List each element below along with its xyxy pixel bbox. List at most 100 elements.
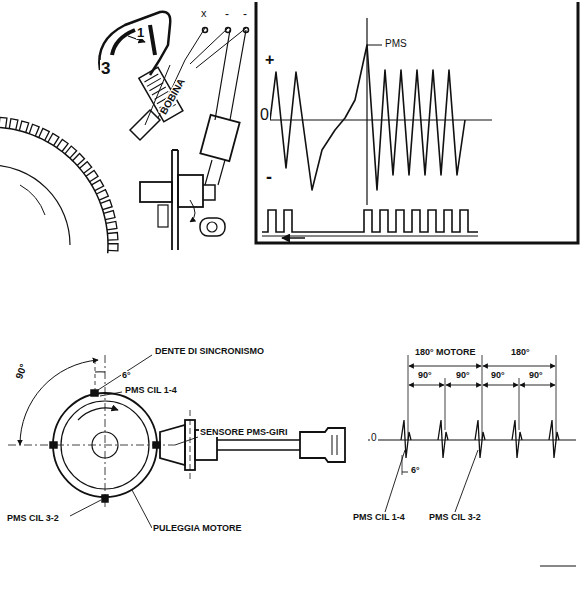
signal-name: PMS CIL 3-2 <box>428 513 482 522</box>
dimension-label: 90° <box>528 371 544 380</box>
rotate-arrow <box>190 200 195 222</box>
terminal <box>203 28 208 33</box>
leader-line <box>385 450 405 512</box>
sensor-head <box>178 175 203 207</box>
pulse-trace <box>401 420 559 458</box>
pulley-hub <box>92 432 118 458</box>
cable <box>205 160 225 185</box>
dimension-90 <box>483 385 518 386</box>
signal-name: PMS CIL 1-4 <box>352 513 406 522</box>
sensor-cable <box>217 440 300 450</box>
terminal-name: - <box>224 8 230 20</box>
leader-line <box>175 437 198 445</box>
tooth-mark <box>102 495 108 502</box>
angle-arc-6 <box>95 371 105 372</box>
dimension-extension <box>408 355 556 440</box>
dimension-label: 90° <box>417 371 433 380</box>
pulse <box>549 420 559 458</box>
sensor-flange <box>185 420 195 470</box>
pulse <box>438 420 448 458</box>
terminal-name: x <box>200 8 208 19</box>
dimension-label: 90° <box>455 371 471 380</box>
sync-tooth <box>91 390 98 396</box>
dimension-6 <box>402 472 408 473</box>
wheel-hub-arc <box>0 165 70 245</box>
leader-line <box>98 355 152 390</box>
connector <box>200 115 239 161</box>
cable <box>215 30 246 120</box>
callout-number: 1 <box>136 26 145 39</box>
toothed-wheel <box>0 117 118 253</box>
part-name: PMS CIL 3-2 <box>6 514 60 523</box>
nut-hole <box>207 222 217 232</box>
dimension-90 <box>520 385 555 386</box>
pulse <box>512 420 522 458</box>
dimension-label: 6° <box>410 466 421 475</box>
waveform-chart <box>256 2 578 243</box>
wheel-slot <box>20 185 45 215</box>
pulse <box>401 420 411 458</box>
angle-label: 90° <box>14 362 29 382</box>
leader-line <box>132 490 152 528</box>
dimension-label: 180° <box>510 348 531 357</box>
pms-leader <box>367 45 382 46</box>
wire <box>185 28 246 68</box>
sensor-assembly <box>0 12 249 253</box>
chart-frame <box>256 2 578 243</box>
leader-line <box>100 392 122 396</box>
rule <box>540 566 576 567</box>
pulse <box>475 420 485 458</box>
bracket-slot <box>150 25 155 55</box>
sensor-axis <box>190 410 191 480</box>
axis-label: 0 <box>370 433 378 443</box>
sensor-connector <box>300 428 345 462</box>
gear-tooth <box>73 154 85 166</box>
gear-tooth <box>0 117 7 128</box>
clip <box>158 205 168 227</box>
signal-trace <box>270 45 465 190</box>
dimension-90 <box>446 385 481 386</box>
gear-tooth <box>65 146 77 158</box>
sensor-plug <box>203 185 215 200</box>
leader-line <box>70 500 101 516</box>
sensor-body <box>140 182 172 202</box>
dimension-180 <box>483 366 555 367</box>
signal-polarity: + <box>264 52 275 68</box>
pulley-assembly <box>8 355 345 528</box>
part-name: SENSORE PMS-GIRI <box>199 428 289 437</box>
tooth-mark <box>153 442 160 448</box>
part-name: PULEGGIA MOTORE <box>152 524 243 533</box>
connector-pins <box>332 435 337 455</box>
signal-name: PMS <box>384 39 408 49</box>
pulse-chart <box>368 355 576 566</box>
tooth-profile <box>262 210 478 232</box>
gear-tooth <box>106 221 117 229</box>
gear-tooth <box>108 244 118 251</box>
leader-line <box>455 450 478 512</box>
part-name: DENTE DI SINCRONISMO <box>154 347 265 356</box>
motion-arrow <box>282 237 305 239</box>
terminal-name: - <box>242 8 248 20</box>
nut <box>200 218 225 236</box>
pulley-rim <box>61 401 149 489</box>
gear-rim <box>0 127 108 253</box>
angle-label: 6° <box>121 371 132 380</box>
tooth-strip <box>262 210 478 236</box>
tooth-mark <box>50 442 57 448</box>
dimension-label: 90° <box>490 371 506 380</box>
part-name: PMS CIL 1-4 <box>124 386 178 395</box>
sensor-tip <box>160 425 185 465</box>
gear-tooth <box>107 233 117 241</box>
axis-label: 0 <box>259 107 270 123</box>
callout-number: 3 <box>100 60 111 77</box>
dimension-90 <box>409 385 444 386</box>
bracket-slot <box>112 30 135 55</box>
signal-polarity: - <box>265 168 273 186</box>
rotation-arrow <box>78 408 118 420</box>
dimension-label: 180° MOTORE <box>414 348 476 357</box>
pulley-outer <box>53 393 157 497</box>
angle-arc-90 <box>20 360 98 445</box>
strip-base <box>262 236 478 237</box>
dimension-180 <box>409 366 481 367</box>
